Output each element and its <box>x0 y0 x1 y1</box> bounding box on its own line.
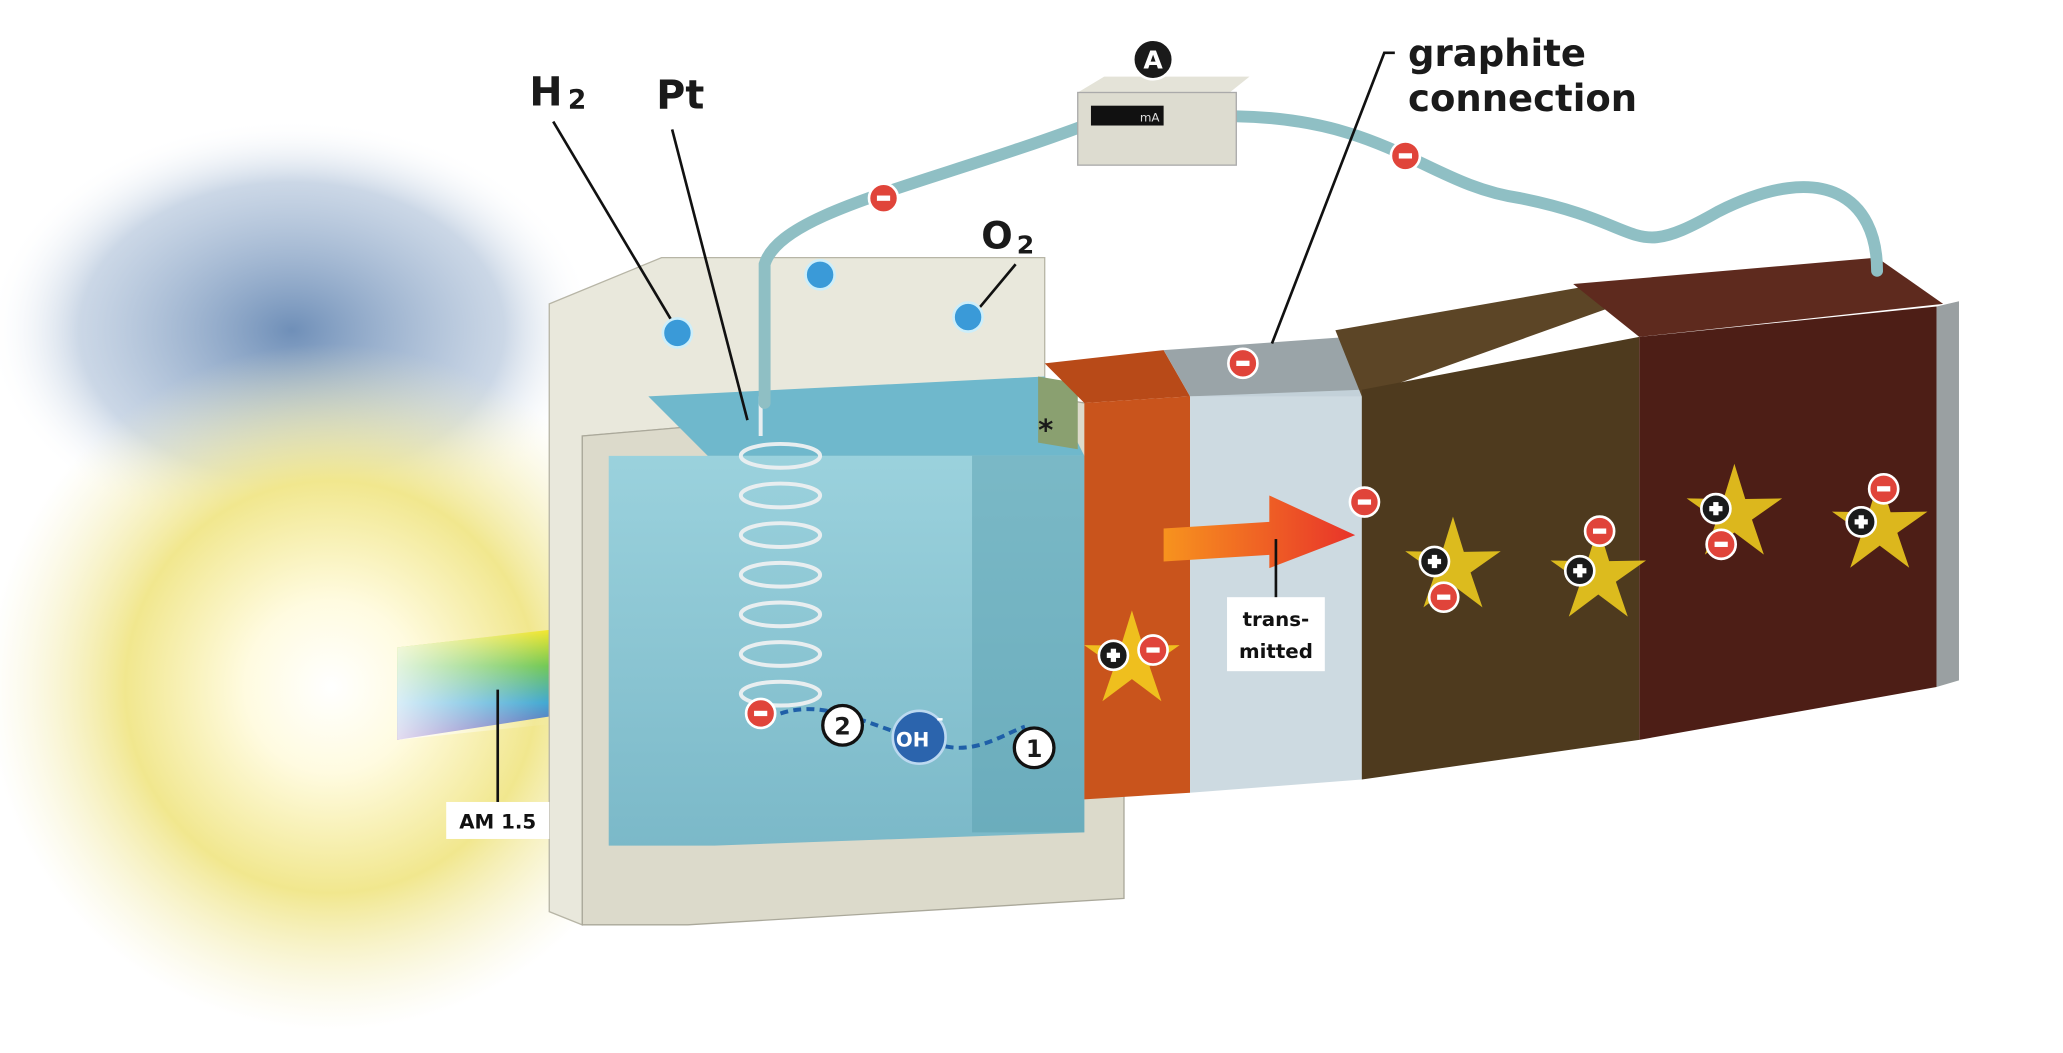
label-transmitted-2: mitted <box>1239 640 1313 663</box>
step-1-badge: 1 <box>1012 726 1056 770</box>
svg-text:1: 1 <box>1026 735 1043 763</box>
ammeter-unit: mA <box>1140 111 1161 125</box>
platinum-coil <box>738 396 823 708</box>
leader-lines <box>496 51 1395 804</box>
transmitted-label-box <box>1227 597 1325 672</box>
water-surface <box>648 376 1085 456</box>
excitation-star-icon <box>1084 610 1180 702</box>
svg-text:A: A <box>1143 46 1163 75</box>
svg-text:2: 2 <box>834 713 851 741</box>
label-pt: Pt <box>656 72 704 118</box>
red-brown-layer <box>1639 306 1937 740</box>
photoanode-substrate <box>1038 376 1078 450</box>
label-am15: AM 1.5 <box>459 810 536 833</box>
label-transmitted-1: trans- <box>1243 608 1310 631</box>
end-plate <box>1936 301 1959 688</box>
transmitted-light-arrow <box>1163 495 1356 569</box>
charge-carriers <box>744 140 1928 730</box>
sun-icon <box>0 343 675 1031</box>
gas-bubbles <box>661 258 984 349</box>
excitation-star-icon <box>1686 463 1783 555</box>
ammeter-badge <box>1131 38 1175 81</box>
step-2-badge: 2 <box>821 703 865 747</box>
orange-layer <box>1084 396 1191 800</box>
svg-text:OH: OH <box>896 728 929 751</box>
electrolyte-cell: * <box>548 256 1125 926</box>
label-connection: connection <box>1408 77 1637 120</box>
excitation-star-icon <box>1831 476 1928 568</box>
photoanode-layers <box>1044 257 1959 800</box>
hydroxide-ion: OH - <box>891 709 947 765</box>
svg-text:-: - <box>936 709 943 729</box>
asterisk-marker: * <box>1038 413 1053 447</box>
excitation-star-icon <box>1550 525 1647 617</box>
excitation-star-icon <box>1405 516 1501 608</box>
am15-label-box <box>446 801 550 839</box>
brown-layer <box>1361 336 1640 780</box>
label-graphite: graphite <box>1408 32 1586 75</box>
ammeter: mA A <box>1077 38 1250 166</box>
